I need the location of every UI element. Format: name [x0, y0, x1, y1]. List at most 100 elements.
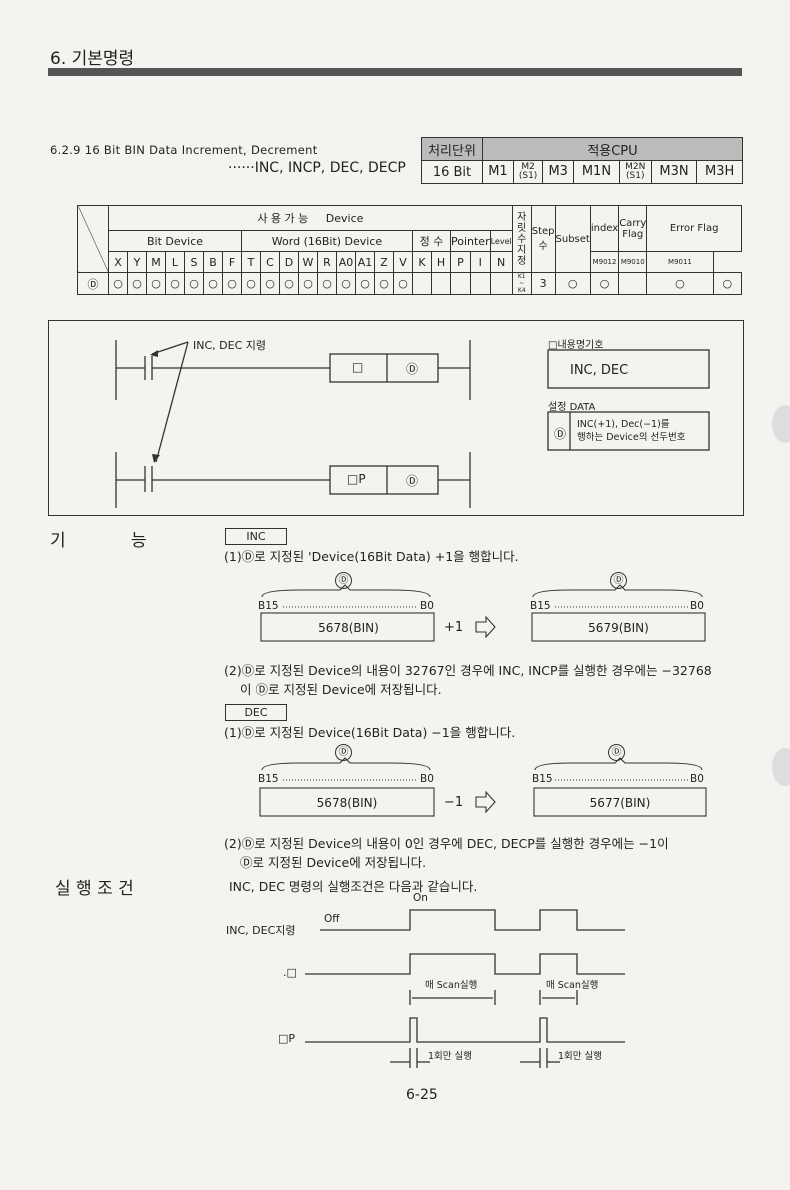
device-col-header: Z — [374, 251, 394, 273]
inc-before-value: 5678(BIN) — [318, 621, 379, 635]
signal-pulse: □P — [278, 1032, 296, 1045]
device-usable-cell: ○ — [279, 272, 299, 295]
section-subtitle: ······INC, INCP, DEC, DECP — [228, 160, 406, 176]
dec-desc-1: (1)Ⓓ로 지정된 Device(16Bit Data) −1을 행합니다. — [224, 725, 516, 740]
inc-desc-2b: 이 Ⓓ로 지정된 Device에 저장됩니다. — [240, 682, 442, 697]
device-col-header: W — [298, 251, 318, 273]
legend-title: □내용명기호 — [548, 340, 604, 351]
device-col-header: M — [146, 251, 166, 273]
device-usable-cell: ○ — [222, 272, 242, 295]
device-usable-cell: ○ — [203, 272, 223, 295]
inc-b0-left: B0 — [420, 600, 434, 612]
corner-cell — [77, 205, 109, 273]
device-usable-cell: ○ — [374, 272, 394, 295]
device-col-header: T — [241, 251, 261, 273]
on-label: On — [413, 892, 428, 904]
page-header-title: 6. 기본명령 — [50, 49, 135, 69]
inc-op: +1 — [444, 620, 464, 635]
ladder-box2-a: □P — [347, 472, 366, 486]
dec-b0-right: B0 — [690, 773, 704, 785]
flag-code: M9011 — [646, 251, 714, 273]
device-col-header: I — [469, 251, 491, 273]
inc-b0-right: B0 — [690, 600, 704, 612]
inc-tag: INC — [225, 528, 287, 545]
cpu-cell: M3 — [542, 160, 575, 184]
binder-hole-2 — [772, 748, 790, 786]
device-usable-cell — [431, 272, 451, 295]
legend-value: INC, DEC — [570, 363, 629, 378]
row-label: Ⓓ — [77, 272, 109, 295]
exec-desc: INC, DEC 명령의 실행조건은 다음과 같습니다. — [229, 879, 478, 894]
set-data-symbol: Ⓓ — [554, 427, 567, 441]
device-usable-cell — [489, 272, 513, 295]
device-usable-cell: ○ — [393, 272, 413, 295]
device-col-header: V — [393, 251, 413, 273]
device-col-header: K — [412, 251, 432, 273]
cpu-cell: M1 — [482, 160, 514, 184]
ladder-diagram — [115, 340, 710, 508]
pointer-header: Pointer — [450, 230, 491, 252]
device-col-header: X — [108, 251, 128, 273]
digit-value: K1 ~ K4 — [511, 272, 532, 295]
every-scan-1: 매 Scan실행 — [425, 980, 478, 991]
device-col-header: L — [165, 251, 185, 273]
page-number: 6-25 — [406, 1087, 438, 1103]
device-col-header: F — [222, 251, 242, 273]
inc-d-right: Ⓓ — [610, 568, 627, 589]
device-col-header: B — [203, 251, 223, 273]
error-header: Error Flag — [646, 205, 742, 252]
ladder-box1-b: Ⓓ — [406, 362, 419, 376]
device-usable-cell: ○ — [317, 272, 337, 295]
device-col-header: D — [279, 251, 299, 273]
ladder-box1-a: □ — [352, 360, 364, 374]
dec-tag: DEC — [225, 704, 287, 721]
dec-desc-2b: Ⓓ로 지정된 Device에 저장됩니다. — [240, 855, 427, 870]
dec-b0-left: B0 — [420, 773, 434, 785]
inc-b15-left: B15 — [258, 600, 279, 612]
dec-desc-2a: (2)Ⓓ로 지정된 Device의 내용이 0인 경우에 DEC, DECP를 … — [224, 836, 669, 851]
device-usable-cell — [469, 272, 491, 295]
cpu-cell: M1N — [573, 160, 620, 184]
digit-header: 자릿수지정 — [511, 205, 532, 273]
inc-desc-2a: (2)Ⓓ로 지정된 Device의 내용이 32767인 경우에 INC, IN… — [224, 663, 712, 678]
constant-header: 정 수 — [412, 230, 451, 252]
ladder-box2-b: Ⓓ — [406, 474, 419, 488]
cpu-cell: M3N — [650, 160, 698, 184]
index-header: index — [589, 205, 620, 252]
dec-b15-left: B15 — [258, 773, 279, 785]
cpu-cell: M3H — [696, 160, 743, 184]
carry-header: Carry Flag — [618, 205, 648, 252]
timing-chart — [305, 909, 625, 1068]
inst-label: INC, DEC 지령 — [193, 339, 266, 352]
device-usable-cell: ○ — [336, 272, 356, 295]
error-value-2: ○ — [712, 272, 743, 295]
off-label: Off — [324, 913, 340, 925]
signal-inst: INC, DEC지령 — [226, 924, 296, 937]
step-value: 3 — [530, 272, 556, 295]
unit-header: 처리단위 — [421, 137, 483, 161]
once-2: 1회만 실행 — [558, 1051, 603, 1062]
inc-after-value: 5679(BIN) — [588, 621, 649, 635]
exec-heading: 실 행 조 건 — [55, 879, 134, 899]
header-bar — [48, 68, 742, 76]
inc-d-left: Ⓓ — [335, 568, 352, 589]
subset-header: Subset — [554, 205, 591, 273]
ladder-frame — [48, 320, 744, 516]
device-col-header: Y — [127, 251, 147, 273]
dec-after-value: 5677(BIN) — [589, 796, 651, 810]
device-usable-cell — [412, 272, 432, 295]
device-usable-cell: ○ — [241, 272, 261, 295]
signal-every: .□ — [283, 966, 297, 979]
error-value-1: ○ — [646, 272, 714, 295]
device-col-header: R — [317, 251, 337, 273]
bit-device-header: Bit Device — [108, 230, 242, 252]
cpu-header: 적용CPU — [482, 137, 743, 161]
dec-d-right: Ⓓ — [608, 740, 625, 761]
inc-desc-1: (1)Ⓓ로 지정된 'Device(16Bit Data) +1을 행합니다. — [224, 549, 519, 564]
device-col-header: S — [184, 251, 204, 273]
inc-b15-right: B15 — [530, 600, 551, 612]
device-col-header: P — [450, 251, 471, 273]
index-value: ○ — [589, 272, 620, 295]
